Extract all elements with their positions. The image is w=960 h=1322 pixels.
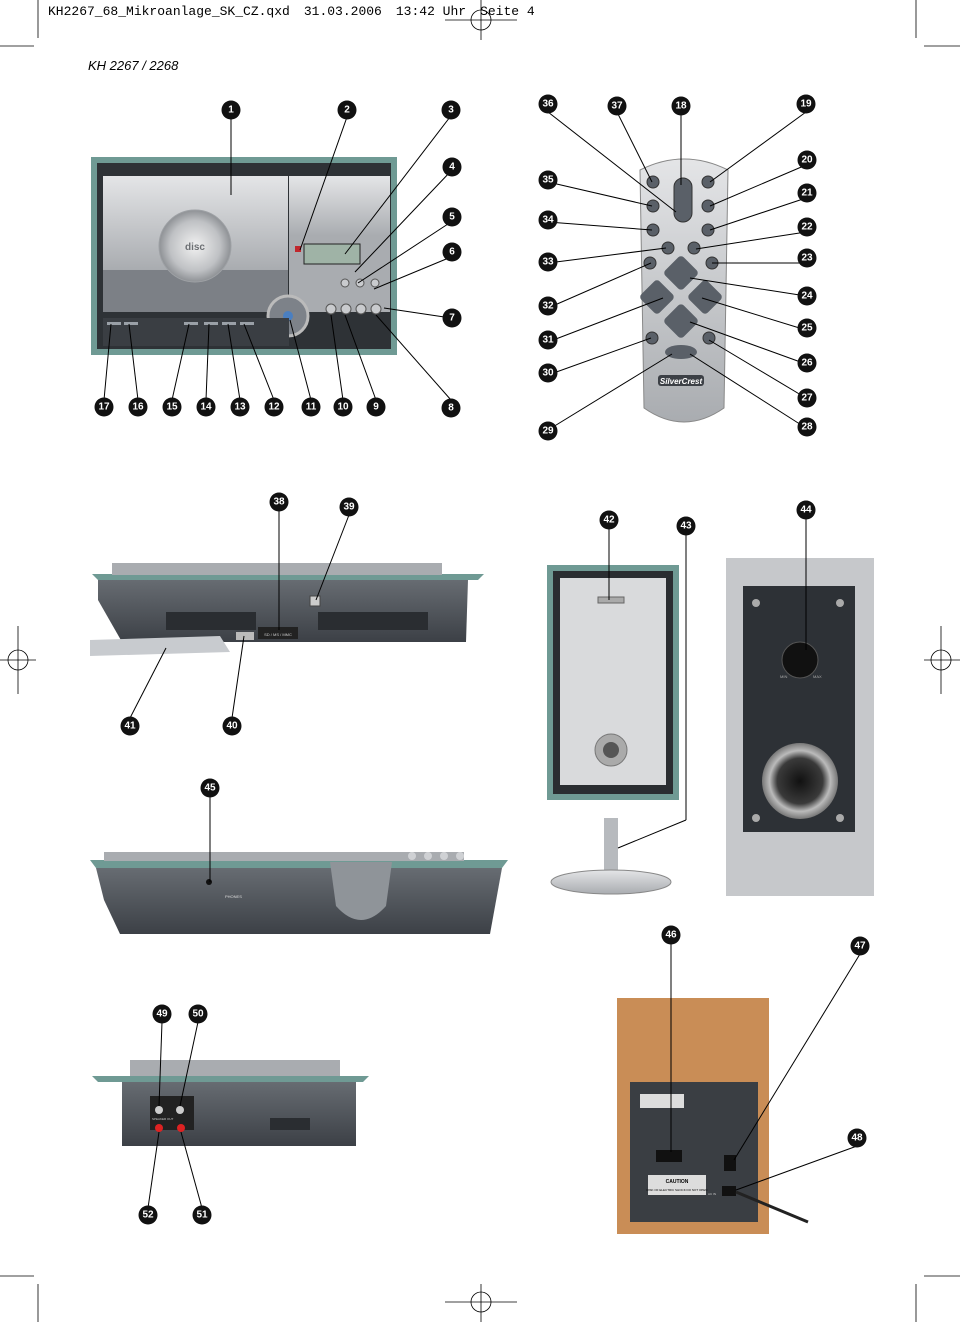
- callout-22: 22: [797, 217, 817, 237]
- subwoofer: MIN MAX: [726, 558, 874, 896]
- callout-20: 20: [797, 150, 817, 170]
- callout-33: 33: [538, 252, 558, 272]
- callout-5: 5: [442, 207, 462, 227]
- callout-46: 46: [661, 925, 681, 945]
- callout-17: 17: [94, 397, 114, 417]
- callout-4: 4: [442, 157, 462, 177]
- callout-30: 30: [538, 363, 558, 383]
- knob-min-label: MIN: [780, 674, 787, 679]
- callout-16: 16: [128, 397, 148, 417]
- remote-control: SilverCrest: [639, 158, 729, 423]
- main-unit-front-edge: PHONES: [90, 852, 508, 934]
- callout-24: 24: [797, 286, 817, 306]
- phones-label: PHONES: [225, 894, 242, 899]
- remote-brand: SilverCrest: [660, 377, 703, 386]
- main-unit-front: disc: [91, 157, 397, 355]
- callout-13: 13: [230, 397, 250, 417]
- callout-1: 1: [221, 100, 241, 120]
- callout-52: 52: [138, 1205, 158, 1225]
- callout-37: 37: [607, 96, 627, 116]
- speaker-out-label: SPEAKER OUT: [152, 1117, 174, 1121]
- callout-12: 12: [264, 397, 284, 417]
- header-time: 13:42 Uhr: [395, 4, 467, 19]
- callout-40: 40: [222, 716, 242, 736]
- power-label: AC IN: [708, 1192, 716, 1196]
- print-header: KH2267_68_Mikroanlage_SK_CZ.qxd 31.03.200…: [48, 4, 549, 19]
- callout-39: 39: [339, 497, 359, 517]
- callout-18: 18: [671, 96, 691, 116]
- callout-14: 14: [196, 397, 216, 417]
- callout-38: 38: [269, 492, 289, 512]
- cd-logo: disc: [185, 242, 205, 253]
- callout-48: 48: [847, 1128, 867, 1148]
- callout-28: 28: [797, 417, 817, 437]
- callout-27: 27: [797, 388, 817, 408]
- main-unit-side-view: SD / MS / MMC: [90, 563, 484, 656]
- callout-15: 15: [162, 397, 182, 417]
- callout-25: 25: [797, 318, 817, 338]
- callout-35: 35: [538, 170, 558, 190]
- callout-8: 8: [441, 398, 461, 418]
- callout-42: 42: [599, 510, 619, 530]
- callout-49: 49: [152, 1004, 172, 1024]
- callout-44: 44: [796, 500, 816, 520]
- satellite-speaker: [547, 565, 679, 895]
- callout-47: 47: [850, 936, 870, 956]
- callout-11: 11: [301, 397, 321, 417]
- callout-34: 34: [538, 210, 558, 230]
- subwoofer-rear: CAUTION RISK OF ELECTRIC SHOCK DO NOT OP…: [617, 998, 809, 1234]
- callout-26: 26: [797, 353, 817, 373]
- model-title: KH 2267 / 2268: [88, 58, 179, 73]
- callout-29: 29: [538, 421, 558, 441]
- callout-51: 51: [192, 1205, 212, 1225]
- knob-max-label: MAX: [813, 674, 822, 679]
- callout-6: 6: [442, 242, 462, 262]
- usb-slot-label: SD / MS / MMC: [264, 632, 292, 637]
- caution-text: RISK OF ELECTRIC SHOCK DO NOT OPEN: [647, 1188, 708, 1192]
- callout-9: 9: [366, 397, 386, 417]
- callout-3: 3: [441, 100, 461, 120]
- callout-41: 41: [120, 716, 140, 736]
- header-filename: KH2267_68_Mikroanlage_SK_CZ.qxd: [48, 4, 290, 19]
- callout-45: 45: [200, 778, 220, 798]
- callout-32: 32: [538, 296, 558, 316]
- main-unit-rear-view: SPEAKER OUT: [92, 1060, 369, 1146]
- callout-50: 50: [188, 1004, 208, 1024]
- leader-lines: [103, 111, 861, 1209]
- callout-23: 23: [797, 248, 817, 268]
- callout-31: 31: [538, 330, 558, 350]
- callout-7: 7: [442, 308, 462, 328]
- callout-10: 10: [333, 397, 353, 417]
- callout-43: 43: [676, 516, 696, 536]
- header-date: 31.03.2006: [303, 4, 382, 19]
- callout-36: 36: [538, 94, 558, 114]
- callout-21: 21: [797, 183, 817, 203]
- callout-2: 2: [337, 100, 357, 120]
- caution-title: CAUTION: [666, 1179, 689, 1185]
- callout-19: 19: [796, 94, 816, 114]
